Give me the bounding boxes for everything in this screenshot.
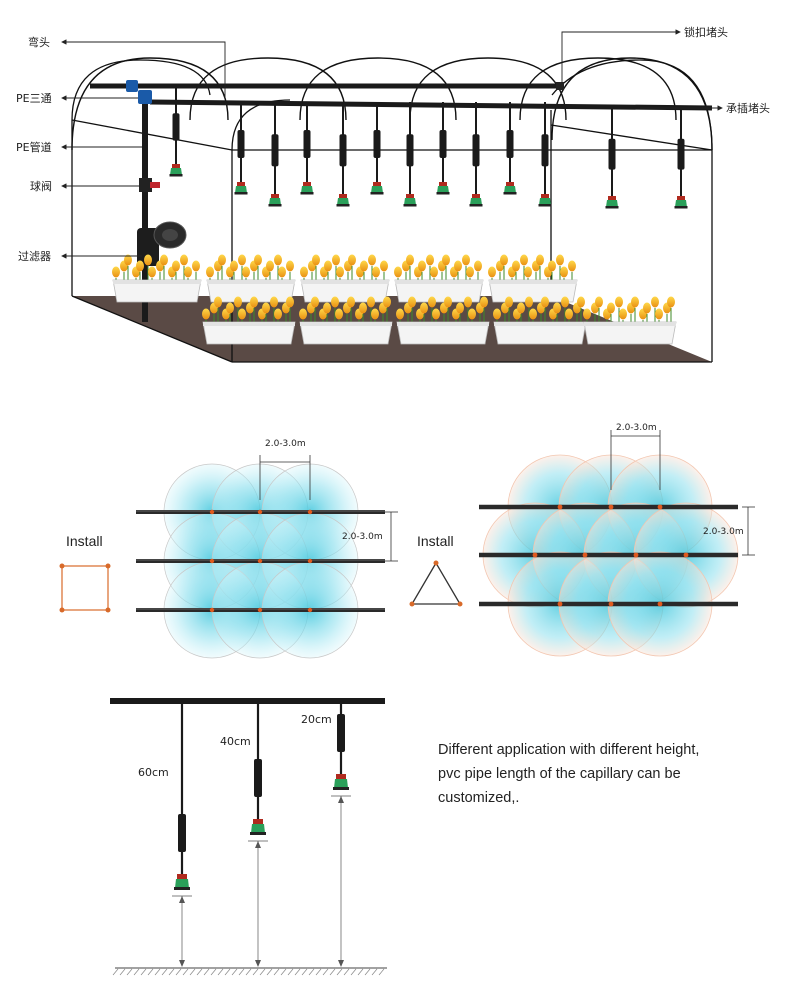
sprinkler-head-icon	[300, 102, 314, 195]
triangle-lateral-pipes	[479, 504, 738, 607]
description-line-3: customized,.	[438, 790, 520, 806]
flower-planter	[112, 254, 202, 303]
nozzle-node	[657, 601, 663, 607]
sprinkler-head-icon	[370, 102, 384, 195]
sprinkler-head-icon	[469, 102, 483, 207]
height-label-60: 60cm	[138, 766, 169, 779]
flower-planter	[202, 296, 296, 345]
description-text: Different application with different hei…	[438, 738, 768, 810]
nozzle-node	[557, 601, 563, 607]
label-filter: 过滤器	[18, 250, 51, 263]
hanging-sprinklers	[169, 86, 688, 209]
height-diagram	[110, 698, 387, 976]
nozzle-node	[582, 552, 588, 558]
sprinkler-head-icon	[503, 102, 517, 195]
nozzle-node	[209, 558, 215, 564]
nozzle-node	[608, 601, 614, 607]
flower-planter	[299, 296, 393, 345]
square-layout-diagram	[59, 455, 398, 659]
flower-planters	[112, 254, 677, 345]
description-line-1: Different application with different hei…	[438, 742, 700, 758]
square-dimension-lines	[259, 455, 398, 562]
drop-sprinkler	[172, 704, 192, 967]
callout-arrows	[61, 29, 723, 259]
pe-tee-fitting	[138, 90, 152, 104]
height-label-40: 40cm	[220, 735, 251, 748]
flower-planter	[300, 254, 390, 303]
install-label-triangle: Install	[417, 533, 454, 549]
sprinkler-head-icon	[403, 102, 417, 207]
square-spacing-vertical: 2.0-3.0m	[342, 532, 383, 542]
nozzle-node	[209, 509, 215, 515]
nozzle-node	[532, 552, 538, 558]
label-lock-plug: 锁扣堵头	[684, 26, 728, 39]
install-label-square: Install	[66, 533, 103, 549]
triangle-install-icon	[409, 560, 463, 607]
nozzle-node	[209, 607, 215, 613]
nozzle-node	[683, 552, 689, 558]
label-pe-tee: PE三通	[16, 92, 52, 105]
nozzle-node	[608, 504, 614, 510]
sprinkler-head-icon	[169, 86, 183, 177]
flower-planter	[394, 254, 484, 303]
height-drop-sprinklers	[172, 704, 351, 967]
flower-planter	[493, 296, 587, 345]
nozzle-node	[307, 607, 313, 613]
nozzle-node	[657, 504, 663, 510]
description-line-2: pvc pipe length of the capillary can be	[438, 766, 681, 782]
label-pe-pipe: PE管道	[16, 141, 52, 154]
flower-planter	[396, 296, 490, 345]
drop-sprinkler	[248, 704, 268, 967]
triangle-spacing-horizontal: 2.0-3.0m	[616, 423, 657, 433]
filter-unit	[137, 221, 187, 266]
main-pipe-lower	[149, 99, 713, 111]
label-elbow: 弯头	[28, 36, 50, 49]
lock-plug-fitting	[556, 82, 564, 90]
square-lateral-pipes	[136, 509, 385, 613]
label-socket-plug: 承插堵头	[726, 102, 770, 115]
sprinkler-head-icon	[336, 102, 350, 207]
nozzle-node	[557, 504, 563, 510]
flower-planter	[488, 254, 578, 303]
nozzle-node	[633, 552, 639, 558]
nozzle-node	[257, 607, 263, 613]
triangle-layout-diagram	[409, 430, 755, 657]
triangle-spacing-vertical: 2.0-3.0m	[703, 527, 744, 537]
sprinkler-head-icon	[268, 102, 282, 207]
nozzle-node	[307, 509, 313, 515]
sprinkler-head-icon	[605, 108, 619, 209]
triangle-dimension-lines	[610, 430, 755, 556]
sprinkler-head-icon	[538, 102, 552, 207]
nozzle-node	[257, 509, 263, 515]
flower-planter	[206, 254, 296, 303]
ball-valve	[139, 178, 160, 192]
square-spacing-horizontal: 2.0-3.0m	[265, 439, 306, 449]
sprinkler-head-icon	[234, 102, 248, 195]
sprinkler-head-icon	[674, 108, 688, 209]
flower-planter	[583, 296, 677, 345]
nozzle-node	[257, 558, 263, 564]
sprinkler-head-icon	[436, 102, 450, 195]
elbow-fitting	[126, 80, 138, 92]
square-install-icon	[59, 563, 111, 613]
ground-hatch	[112, 968, 385, 976]
nozzle-node	[307, 558, 313, 564]
drop-sprinkler	[331, 704, 351, 967]
label-ball-valve: 球阀	[30, 180, 52, 193]
height-label-20: 20cm	[301, 713, 332, 726]
greenhouse-section	[71, 57, 713, 363]
